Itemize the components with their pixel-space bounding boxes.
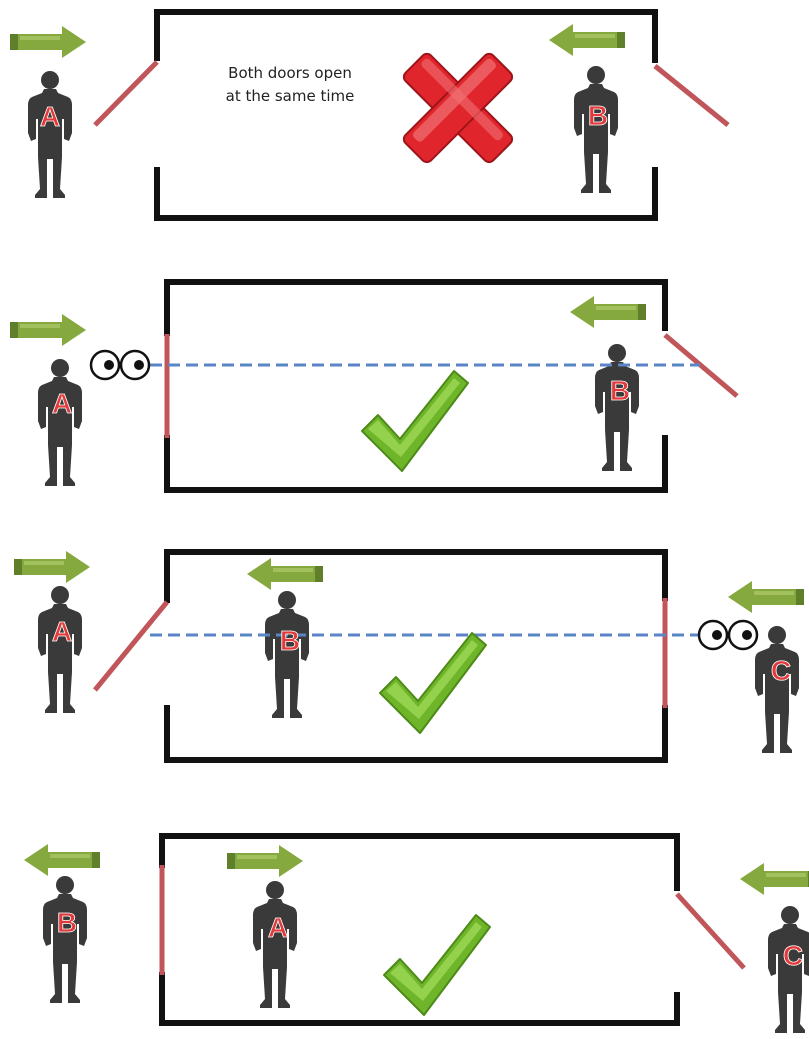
arrow-right-icon [10,314,86,346]
person-label: B [280,625,300,656]
cross-icon [402,52,514,164]
room-wall [159,833,680,1026]
eyes-icon [89,349,151,381]
arrow-right-icon [10,26,86,58]
person-a [28,71,72,198]
scene-3: A B C [0,540,809,775]
person-a [38,586,82,713]
room-wall [164,279,668,493]
person-a [253,881,297,1008]
person-a [38,359,82,486]
scene-2: A B [0,268,809,503]
caption-line-1: Both doors open [228,64,352,82]
door-left-open [93,600,169,692]
person-label: B [610,375,630,406]
door-right-open [663,333,739,398]
scene-caption: Both doors open at the same time [195,62,385,108]
scene-4: B A C [0,820,809,1039]
arrow-left-icon [740,863,809,895]
eyes-icon [697,619,759,651]
person-label: A [268,912,288,943]
arrow-left-icon [24,844,100,876]
arrow-left-icon [570,296,646,328]
person-b [574,66,618,193]
person-b [43,876,87,1003]
person-c [755,626,799,753]
person-label: C [771,655,791,686]
person-label: C [783,940,803,971]
check-icon [361,370,469,472]
door-right-open [675,892,746,970]
door-left-open [93,60,159,127]
person-label: A [52,388,72,419]
arrow-right-icon [227,845,303,877]
person-b [595,344,639,471]
person-label: A [52,616,72,647]
arrow-right-icon [14,551,90,583]
arrow-left-icon [247,558,323,590]
check-icon [383,914,491,1016]
caption-line-2: at the same time [225,87,355,105]
door-right-open [653,64,730,127]
room-wall [164,549,668,763]
person-label: B [57,907,77,938]
arrow-left-icon [728,581,804,613]
scene-1: Both doors open at the same time A B [0,0,809,235]
arrow-left-icon [549,24,625,56]
check-icon [379,632,487,734]
room-wall [154,9,658,221]
